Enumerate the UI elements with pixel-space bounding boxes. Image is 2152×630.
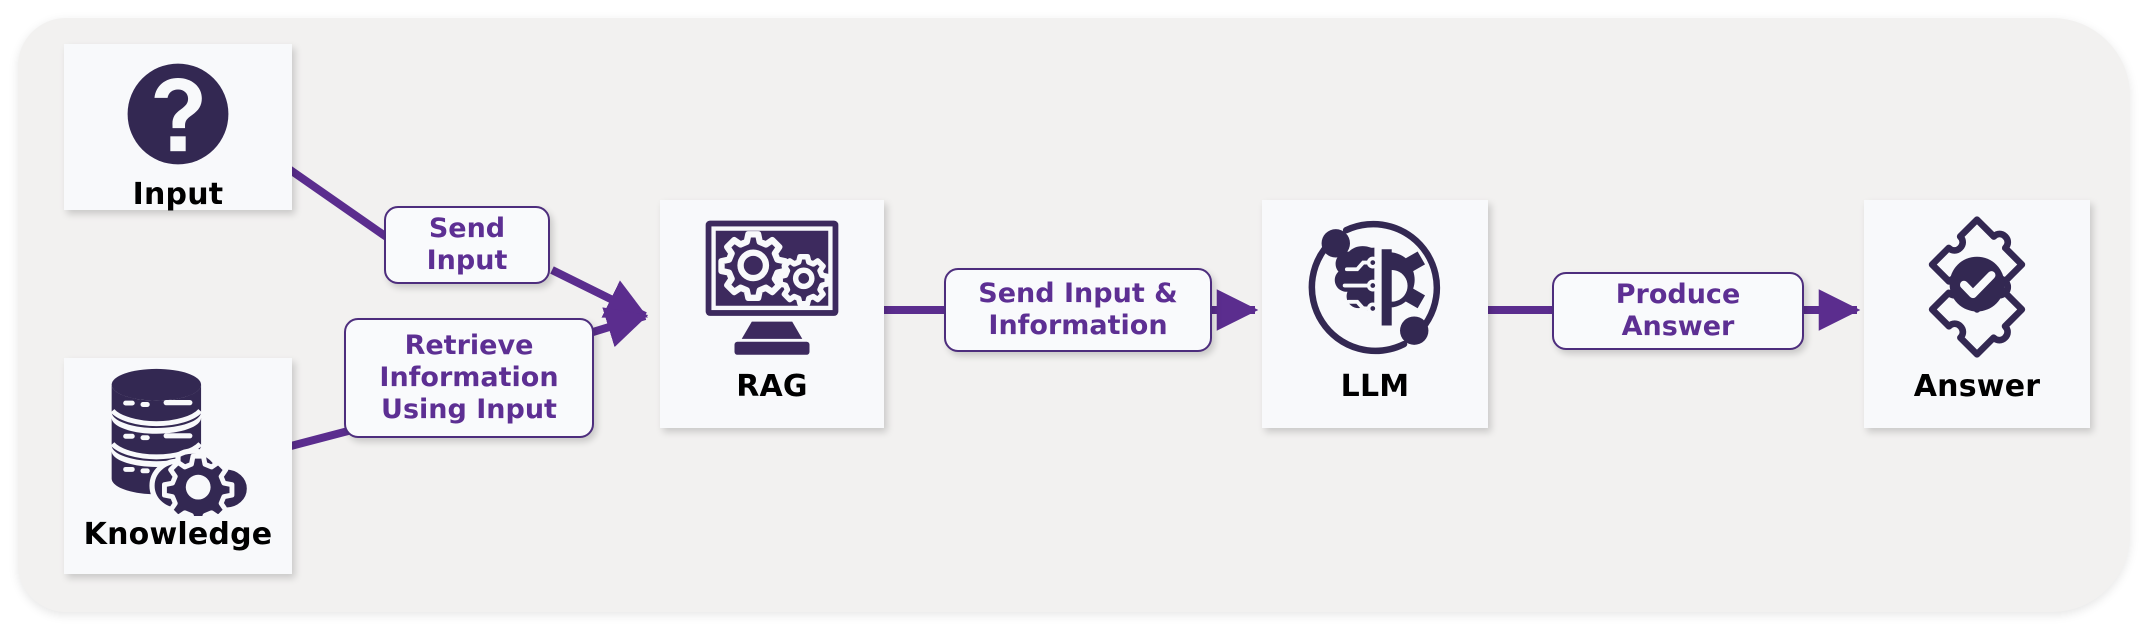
node-rag[interactable]: RAG (660, 200, 884, 428)
edge-label-send-input[interactable]: Send Input (384, 206, 550, 284)
node-answer-label: Answer (1913, 369, 2041, 404)
edge-arrow-chip-to-rag-top (550, 266, 648, 320)
node-knowledge-label: Knowledge (83, 517, 273, 552)
node-llm-label: LLM (1340, 369, 1410, 404)
edge-line-input-to-chip (282, 163, 392, 242)
edge-label-retrieve-information-using-input[interactable]: Retrieve Information Using Input (344, 318, 594, 438)
node-knowledge[interactable]: Knowledge (64, 358, 292, 574)
node-input[interactable]: Input (64, 44, 292, 210)
node-input-label: Input (132, 177, 224, 212)
puzzle-check-icon (1901, 212, 2053, 362)
node-answer[interactable]: Answer (1864, 200, 2090, 428)
edge-label-produce-answer[interactable]: Produce Answer (1552, 272, 1804, 350)
question-mark-circle-icon (118, 54, 238, 174)
edge-label-send-input-and-information[interactable]: Send Input & Information (944, 268, 1212, 352)
database-cloud-gear-icon (98, 366, 258, 516)
node-llm[interactable]: LLM (1262, 200, 1488, 428)
brain-gear-orbit-icon (1300, 212, 1450, 362)
monitor-gears-icon (697, 212, 847, 362)
node-rag-label: RAG (736, 369, 808, 404)
